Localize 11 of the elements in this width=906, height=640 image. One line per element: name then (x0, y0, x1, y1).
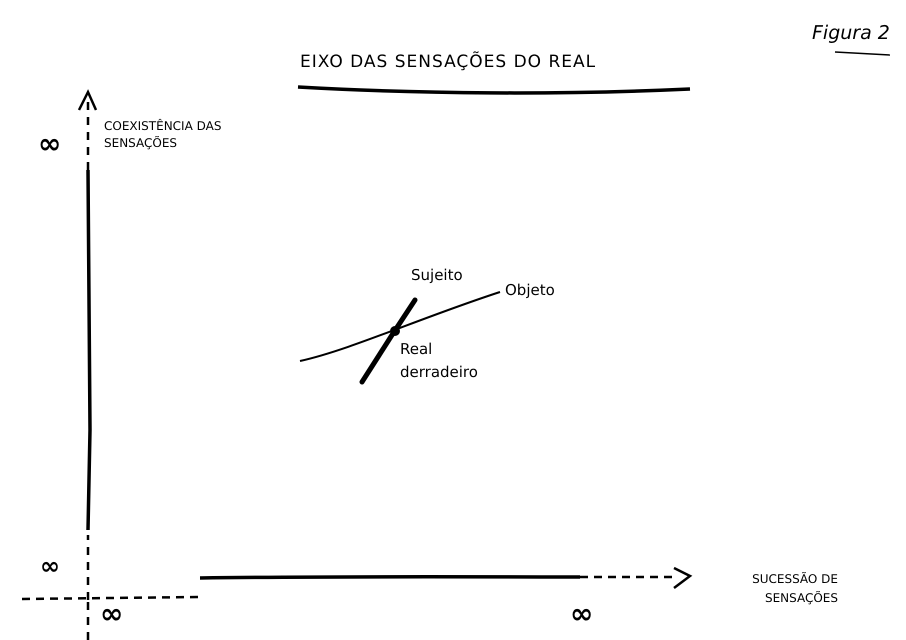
figure-caption: Figura 2 (812, 22, 890, 46)
line-label: Objeto (505, 281, 555, 300)
axis-label: COEXISTÊNCIA DAS SENSAÇÕES (104, 118, 222, 152)
axis-label: SUCESSÃO DE SENSAÇÕES (751, 571, 838, 608)
line-label: Sujeito (411, 266, 463, 285)
infinity-symbol: ∞ (570, 600, 594, 628)
point-label: Real derradeiro (400, 339, 479, 382)
infinity-symbol: ∞ (40, 554, 60, 578)
infinity-symbol: ∞ (38, 130, 62, 158)
diagram-title: EIXO DAS SENSAÇÕES DO REAL (300, 52, 596, 74)
infinity-symbol: ∞ (100, 600, 124, 628)
